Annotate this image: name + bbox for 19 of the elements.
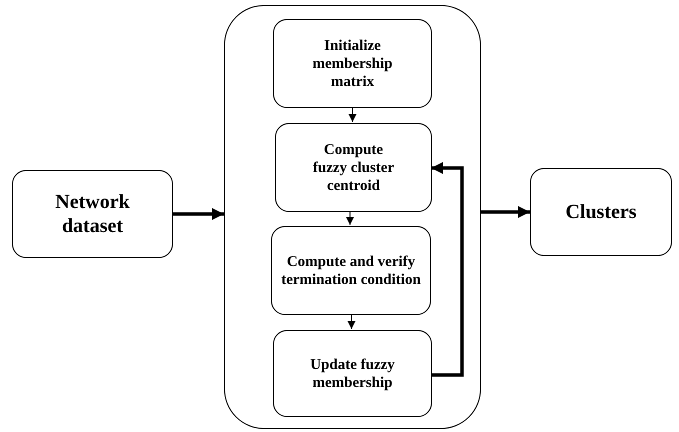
box-label: Clusters	[565, 200, 637, 224]
arrow	[348, 314, 356, 330]
arrow	[173, 208, 224, 220]
box-label: Update fuzzy membership	[309, 356, 396, 392]
arrow	[431, 162, 464, 377]
process-box	[530, 168, 672, 256]
arrow	[346, 210, 354, 226]
process-box	[12, 170, 173, 258]
box-label: Compute fuzzy cluster centroid	[312, 140, 396, 194]
process-box	[273, 19, 432, 108]
group-box	[224, 5, 481, 429]
process-box	[271, 226, 431, 315]
arrow	[481, 206, 530, 218]
arrow	[348, 106, 356, 122]
box-label: Compute and verify termination condition	[280, 252, 422, 288]
process-box	[275, 123, 432, 212]
box-label: Initialize membership matrix	[312, 36, 394, 90]
box-label: Network dataset	[54, 190, 131, 238]
process-box	[273, 330, 432, 417]
